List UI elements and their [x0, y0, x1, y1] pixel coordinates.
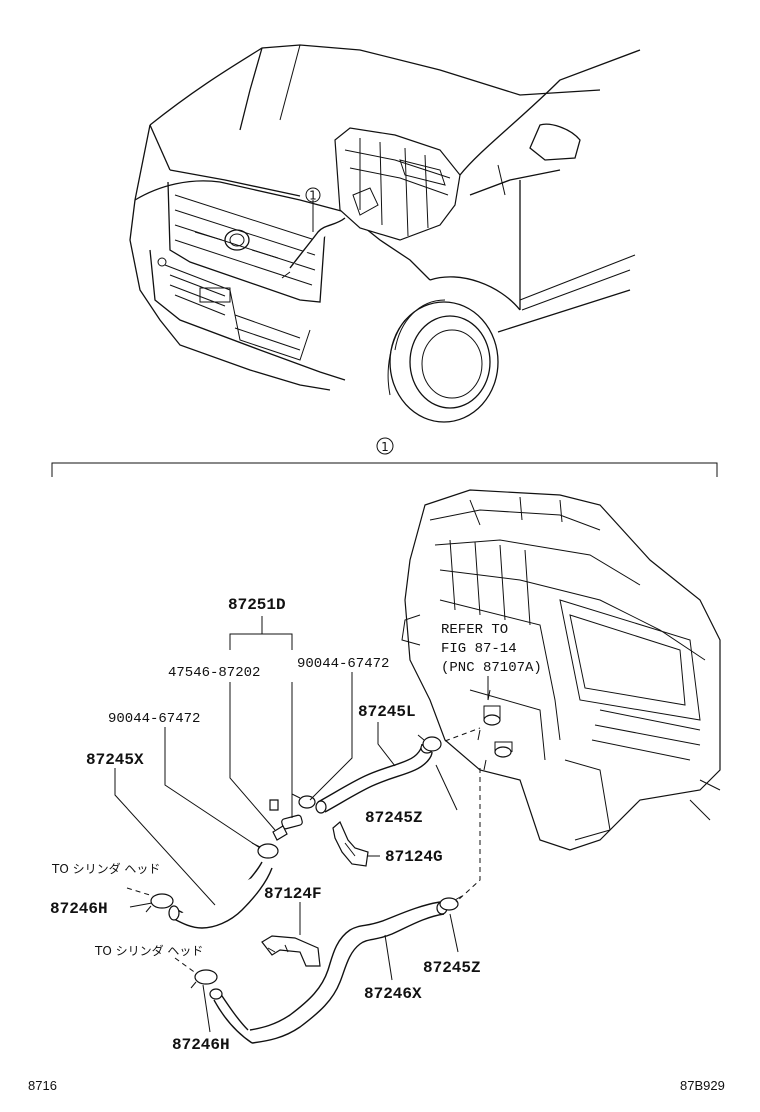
dash-line-1	[444, 727, 481, 742]
bracket-87124F	[261, 935, 321, 967]
refer-note-line3: (PNC 87107A)	[441, 660, 542, 676]
label-87245X: 87245X	[86, 751, 144, 769]
label-87251D: 87251D	[228, 596, 286, 614]
hose-87245L	[315, 742, 434, 814]
heater-unit-detail	[401, 489, 721, 851]
dash-line-3	[126, 887, 154, 897]
to-cylinder-head-upper: TO シリンダ ヘッド	[51, 861, 160, 876]
label-87124F: 87124F	[264, 885, 322, 903]
dash-line-2	[455, 768, 481, 903]
hose-87246X	[209, 901, 448, 1044]
label-87245Z-lower: 87245Z	[423, 959, 481, 977]
callout-marker-main: 1	[381, 440, 389, 454]
hose-87245X	[168, 861, 273, 929]
vehicle-illustration: 1	[129, 44, 641, 423]
to-cylinder-head-lower: TO シリンダ ヘッド	[94, 943, 203, 958]
label-87246H-upper: 87246H	[50, 900, 108, 918]
label-87246X: 87246X	[364, 985, 422, 1003]
footer-left-code: 8716	[28, 1078, 57, 1093]
callout-marker-small: 1	[309, 189, 317, 203]
label-90044-67472-left: 90044-67472	[108, 711, 200, 727]
label-90044-67472-right: 90044-67472	[297, 656, 389, 672]
label-47546-87202: 47546-87202	[168, 665, 260, 681]
label-87245Z-upper: 87245Z	[365, 809, 423, 827]
label-87124G: 87124G	[385, 848, 443, 866]
dash-line-4	[174, 957, 198, 975]
label-87246H-lower: 87246H	[172, 1036, 230, 1054]
refer-note-line1: REFER TO	[441, 622, 508, 638]
footer-right-code: 87B929	[680, 1078, 725, 1093]
heater-unit-small	[334, 127, 461, 241]
section-bracket: 1	[51, 437, 718, 477]
refer-note-line2: FIG 87-14	[441, 641, 517, 657]
fitting-47546	[269, 799, 303, 841]
leader-lines	[114, 616, 459, 1033]
clamp-lower-group	[145, 893, 463, 989]
bracket-87124G	[332, 821, 369, 867]
label-87245L: 87245L	[358, 703, 416, 721]
